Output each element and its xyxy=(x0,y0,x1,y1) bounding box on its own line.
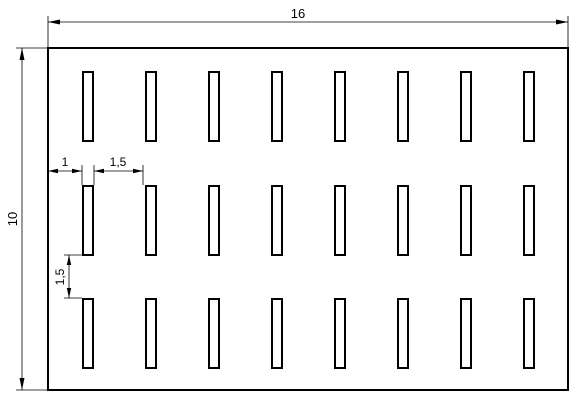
slot xyxy=(334,185,346,256)
slot xyxy=(145,185,157,256)
slot xyxy=(397,71,409,142)
width-arrow-left xyxy=(48,19,60,25)
slot-grid xyxy=(82,71,535,369)
slot-spacing-label: 1,5 xyxy=(110,155,127,169)
slot xyxy=(271,71,283,142)
slot xyxy=(82,71,94,142)
height-label: 10 xyxy=(5,212,20,226)
slot-spacing-dimension: 1,5 xyxy=(93,155,144,185)
width-label: 16 xyxy=(291,6,305,21)
slot-spacing-arrow-left xyxy=(94,168,104,174)
slot xyxy=(208,71,220,142)
slot xyxy=(82,298,94,369)
slot xyxy=(271,298,283,369)
height-arrow-top xyxy=(19,48,25,60)
edge-offset-arrow-left xyxy=(48,168,58,174)
slot xyxy=(208,298,220,369)
slot xyxy=(271,185,283,256)
row-gap-label: 1,5 xyxy=(53,268,67,285)
slot xyxy=(145,71,157,142)
slot xyxy=(523,298,535,369)
slot xyxy=(397,298,409,369)
slot xyxy=(523,71,535,142)
slot-spacing-arrow-right xyxy=(133,168,143,174)
slot xyxy=(145,298,157,369)
slot xyxy=(460,185,472,256)
row-gap-arrow-bottom xyxy=(66,288,72,298)
height-arrow-bottom xyxy=(19,378,25,390)
width-arrow-right xyxy=(556,19,568,25)
slot xyxy=(334,71,346,142)
plate-outline xyxy=(47,47,569,391)
width-dimension: 16 xyxy=(47,6,569,47)
slot xyxy=(82,185,94,256)
slot xyxy=(397,185,409,256)
row-gap-arrow-top xyxy=(66,255,72,265)
slot xyxy=(208,185,220,256)
row-gap-dimension: 1,5 xyxy=(53,254,82,299)
slot xyxy=(460,71,472,142)
edge-offset-label: 1 xyxy=(62,155,69,169)
edge-offset-arrow-right xyxy=(72,168,82,174)
slot xyxy=(523,185,535,256)
slot xyxy=(460,298,472,369)
slot xyxy=(334,298,346,369)
edge-offset-dimension: 1 xyxy=(48,155,83,185)
height-dimension: 10 xyxy=(5,47,47,391)
